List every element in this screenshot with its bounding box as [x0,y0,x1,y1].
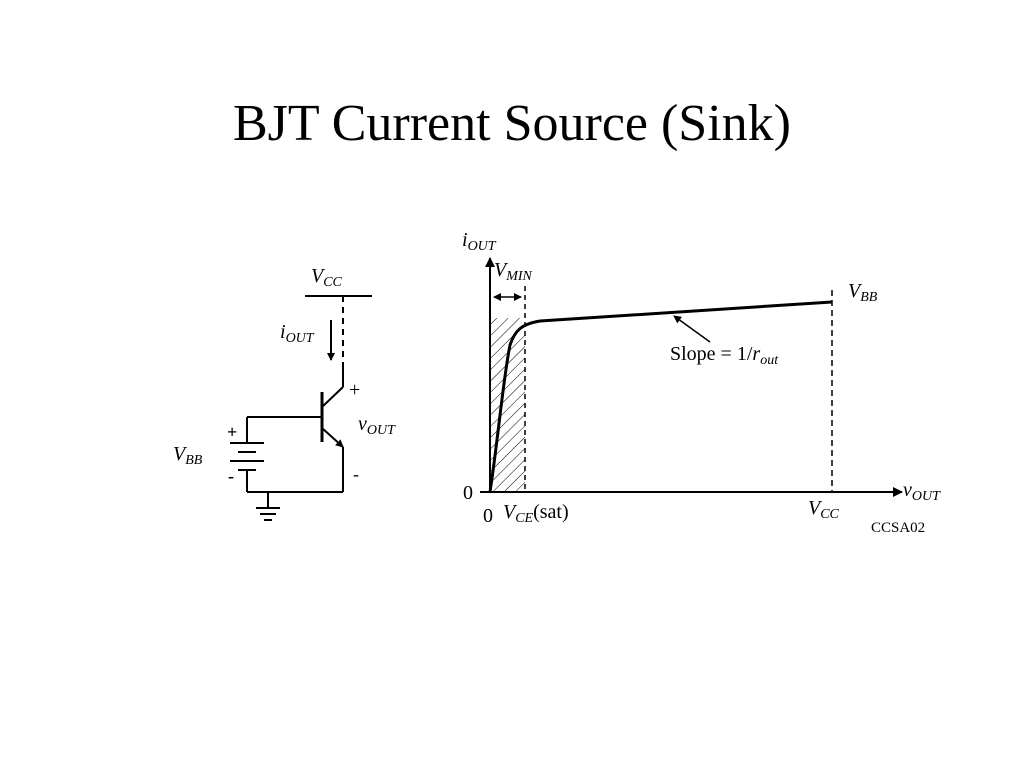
x-axis-label: vOUT [903,479,941,504]
vout-label: vOUT [358,413,396,438]
collector-lead [321,386,344,408]
output-characteristic-curve [488,300,833,493]
slope-label: Slope = 1/rout [670,343,779,368]
battery-plus-sign: + [227,422,237,442]
saturation-region-hatch [490,318,525,492]
vout-minus-sign: - [353,464,359,484]
origin-x-tick: 0 [483,505,493,527]
origin-y-tick: 0 [463,482,473,504]
emitter-lead [321,427,344,448]
vce-sat-label: VCE(sat) [503,501,569,526]
vcc-tick-label: VCC [808,497,840,522]
figure-code: CCSA02 [871,520,925,536]
vmin-label: VMIN [494,259,533,284]
battery-minus-sign: - [228,466,234,486]
slide-title: BJT Current Source (Sink) [233,95,791,152]
vbb-curve-label: VBB [848,280,878,305]
bjt-circuit-schematic [230,295,372,521]
y-axis-label: iOUT [462,229,497,254]
vbb-label: VBB [173,443,203,468]
vcc-label: VCC [311,265,343,290]
iout-vout-graph [480,257,903,497]
vout-plus-sign: + [349,379,360,401]
slope-pointer-arrow [673,315,711,343]
iout-label: iOUT [280,321,315,346]
